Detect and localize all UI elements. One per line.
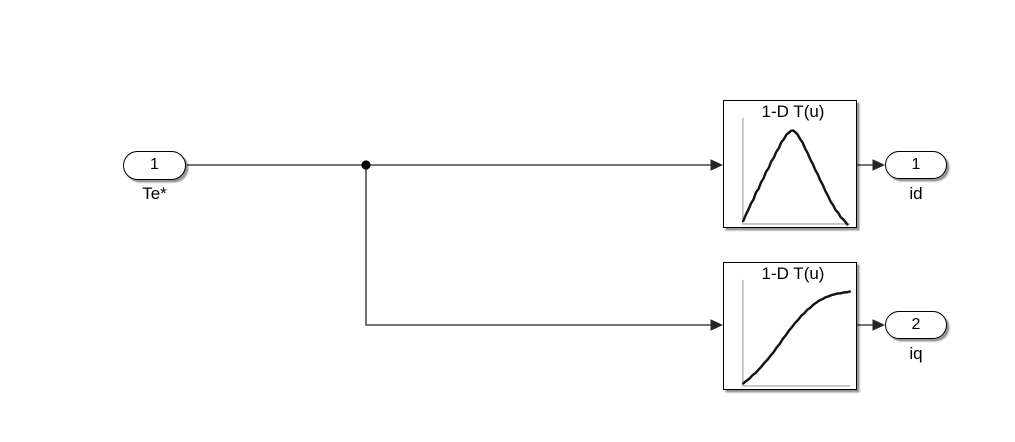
inport-block[interactable]: 1 xyxy=(123,150,186,180)
inport-name-label[interactable]: Te* xyxy=(142,184,167,203)
outport-block-id[interactable]: 1 xyxy=(885,151,947,179)
branch-point-dot xyxy=(361,160,371,170)
arrowhead-lut-top-input-icon xyxy=(710,159,723,171)
lut-top-title: 1-D T(u) xyxy=(761,102,825,121)
rising-curve-icon xyxy=(741,279,852,387)
lookup-table-top-block[interactable]: 1-D T(u) xyxy=(723,100,857,228)
outport-id-number: 1 xyxy=(911,156,921,173)
inport-number: 1 xyxy=(150,156,159,173)
outport-id-name-label[interactable]: id xyxy=(909,184,923,203)
wire-branch-to-lut-bottom[interactable] xyxy=(365,165,712,326)
bell-curve-icon xyxy=(741,117,850,226)
lookup-table-bottom-block[interactable]: 1-D T(u) xyxy=(723,262,857,390)
arrowhead-lut-bottom-input-icon xyxy=(710,319,723,331)
lut-bottom-title: 1-D T(u) xyxy=(761,264,825,283)
arrowhead-outport-top-icon xyxy=(872,159,885,171)
outport-block-iq[interactable]: 2 xyxy=(885,311,947,339)
arrowhead-outport-bottom-icon xyxy=(872,319,885,331)
outport-iq-number: 2 xyxy=(911,316,921,333)
outport-iq-name-label[interactable]: iq xyxy=(909,344,923,363)
